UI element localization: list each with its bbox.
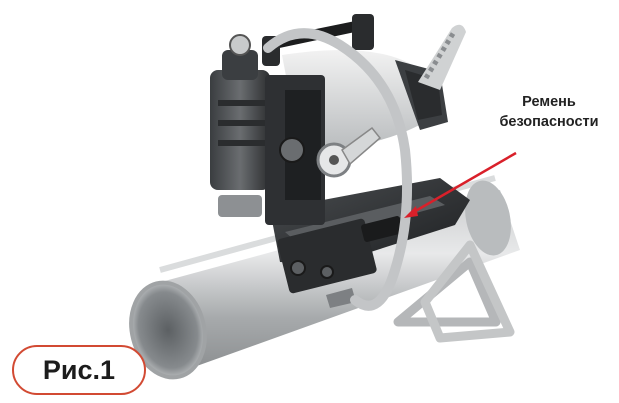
callout-line-1: Ремень — [522, 94, 576, 110]
safety-strap-callout: Ремень безопасности — [474, 93, 619, 132]
figure-label: Рис.1 — [12, 345, 146, 395]
side-grip — [418, 24, 466, 90]
gearbox — [210, 34, 325, 225]
strap-loop — [393, 240, 515, 343]
callout-line-2: безопасности — [499, 113, 599, 130]
ratchet-wrench — [316, 126, 382, 178]
callout-arrow — [404, 151, 517, 218]
safety-strap — [263, 28, 413, 311]
